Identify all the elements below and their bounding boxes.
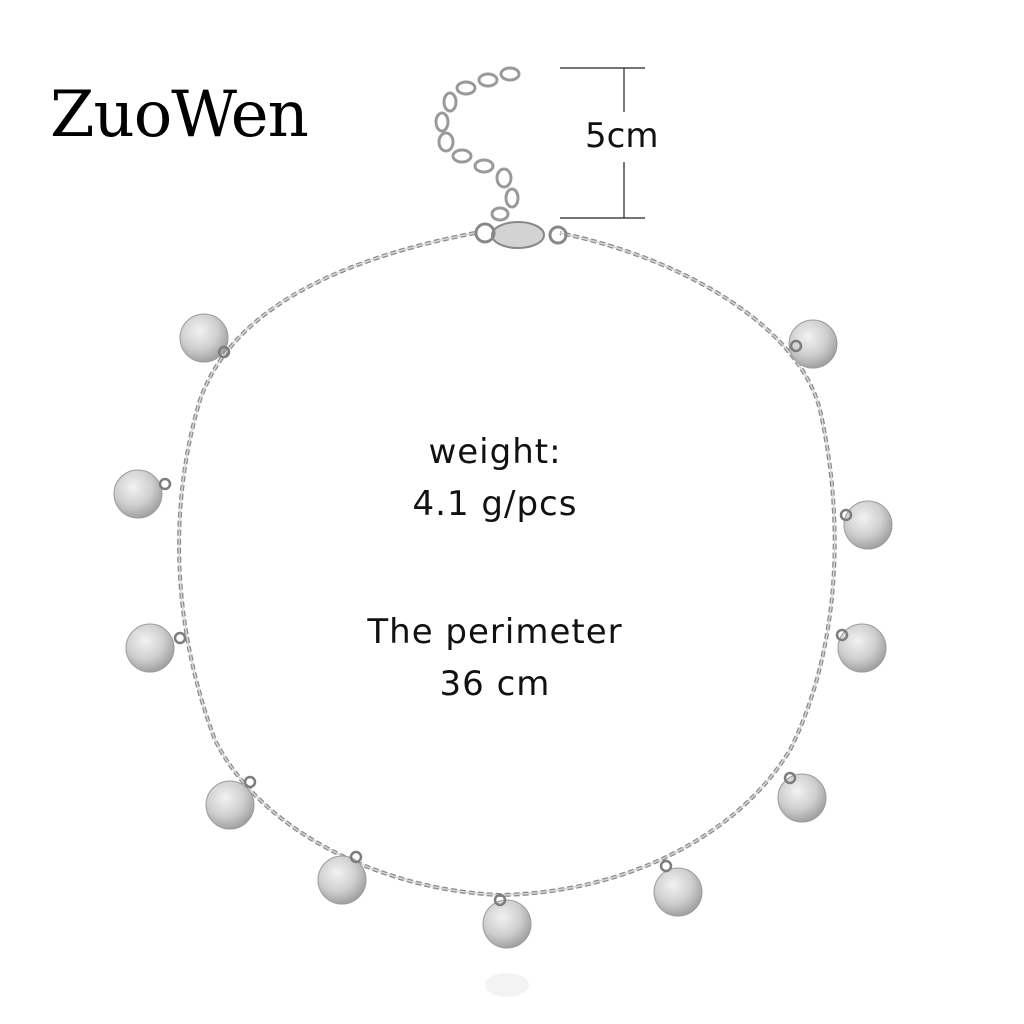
dimension-bracket [560,67,645,219]
disc-charm [179,313,229,363]
disc-charm [788,319,838,369]
jump-rings [158,339,853,907]
weight-value: 4.1 g/pcs [412,484,578,524]
extender-chain [434,66,521,222]
disc-charm [205,780,255,830]
lobster-clasp [474,221,568,249]
disc-charm [482,899,532,949]
brand-logo: ZuoWen [50,78,309,152]
perimeter-label: The perimeter [367,612,623,652]
disc-charms [113,313,893,949]
disc-charm [125,623,175,673]
perimeter-value: 36 cm [439,664,551,704]
disc-charm [837,623,887,673]
weight-label: weight: [428,432,562,472]
extender-length-label: 5cm [585,116,659,156]
disc-charm [843,500,893,550]
chain [177,231,837,898]
disc-charm [777,773,827,823]
disc-charm [113,469,163,519]
reflection [485,973,529,997]
disc-charm [317,855,367,905]
disc-charm [653,867,703,917]
